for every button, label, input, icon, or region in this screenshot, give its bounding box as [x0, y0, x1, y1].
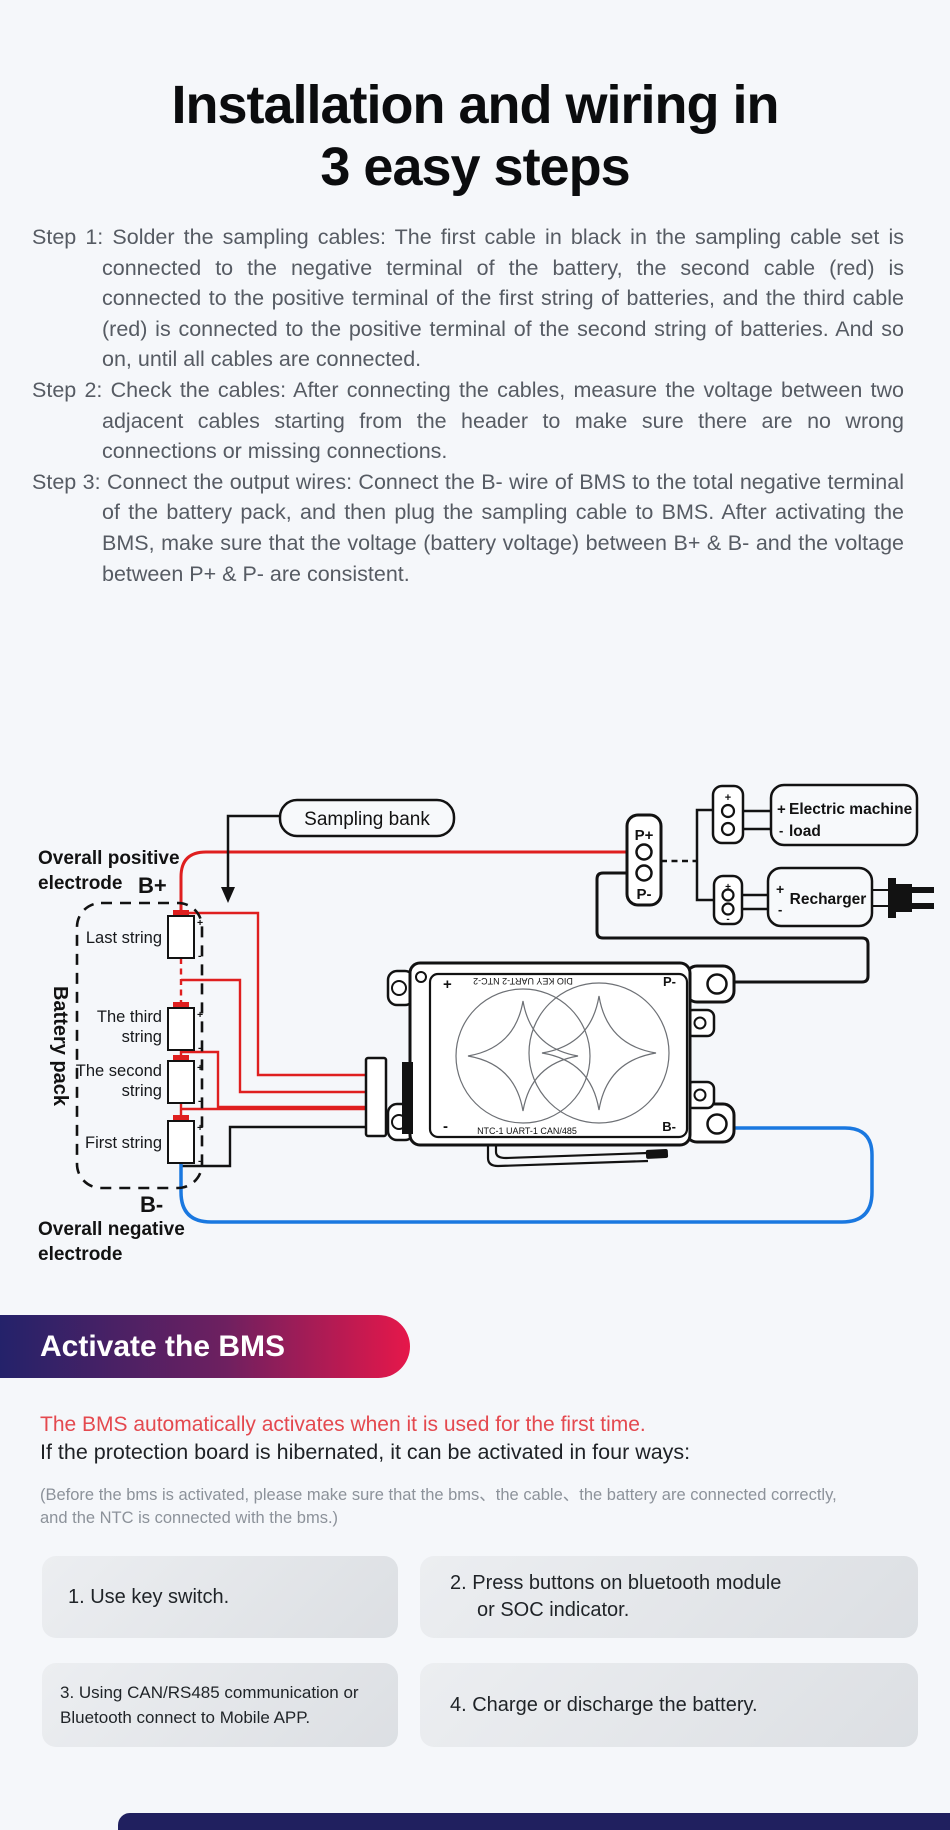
svg-text:B+: B+ — [138, 873, 167, 898]
arrow-down-icon — [221, 887, 235, 903]
mount-hole — [391, 980, 407, 996]
battery-cells — [167, 910, 195, 1164]
b-minus-blue-wire — [179, 1126, 874, 1224]
method-4-text: 4. Charge or discharge the battery. — [450, 1693, 758, 1716]
method-2-text: 2. Press buttons on bluetooth module or … — [450, 1572, 782, 1621]
brand-logo — [455, 982, 670, 1124]
method-press-buttons: 2. Press buttons on bluetooth module or … — [420, 1556, 918, 1638]
svg-text:Overall positive: Overall positive — [38, 848, 180, 869]
svg-text:electrode: electrode — [38, 1244, 122, 1265]
svg-text:+: + — [777, 801, 786, 818]
overall-positive-label: Overall positive electrode B+ — [38, 848, 180, 898]
svg-text:P+: P+ — [635, 827, 654, 844]
svg-text:The second: The second — [76, 1062, 162, 1080]
battery-string-labels: Last string The third string The second … — [76, 929, 162, 1152]
battery-pack-outline — [75, 901, 204, 1190]
bms-board: + P- DIO KEY UART-2 NTC-2 - NTC-1 UART-1… — [364, 961, 736, 1168]
board-bottom-silkscreen: NTC-1 UART-1 CAN/485 — [477, 1126, 577, 1136]
activate-note: (Before the bms is activated, please mak… — [40, 1486, 837, 1527]
method-3-text: 3. Using CAN/RS485 communication or Blue… — [60, 1683, 359, 1727]
svg-text:+: + — [776, 881, 784, 897]
method-1-text: 1. Use key switch. — [68, 1585, 230, 1608]
svg-text:+: + — [197, 1009, 203, 1021]
step-2: Step 2: Check the cables: After connecti… — [32, 375, 904, 467]
overall-negative-label: B- Overall negative electrode — [38, 1192, 185, 1265]
wiring-diagram: Battery pack + - + - + - + - Last string The… — [38, 783, 934, 1265]
svg-text:Overall negative: Overall negative — [38, 1219, 185, 1240]
svg-text:+: + — [197, 1122, 203, 1134]
svg-text:string: string — [122, 1028, 162, 1046]
sampling-bank-callout: Sampling bank — [221, 798, 456, 903]
svg-text:-: - — [198, 1095, 202, 1107]
output-terminal-block: P+ P- — [625, 813, 663, 907]
svg-text:First string: First string — [85, 1134, 162, 1152]
svg-text:Sampling bank: Sampling bank — [304, 809, 430, 830]
title-line-1: Installation and wiring in — [171, 75, 779, 135]
svg-text:+: + — [725, 882, 731, 893]
mount-hole — [693, 1016, 707, 1030]
svg-text:+: + — [725, 792, 731, 804]
activate-banner: Activate the BMS — [0, 1315, 410, 1378]
page-title: Installation and wiring in 3 easy steps — [0, 74, 950, 198]
plug-icon — [872, 878, 934, 918]
svg-text:electrode: electrode — [38, 873, 122, 894]
step-2-text: Check the cables: After connecting the c… — [102, 377, 904, 464]
sampling-black-wire — [181, 1125, 366, 1168]
step-2-label: Step 2: — [32, 377, 103, 402]
svg-text:The third: The third — [97, 1008, 162, 1026]
svg-text:-: - — [443, 1118, 448, 1135]
sampling-connector-socket — [402, 1062, 413, 1134]
svg-text:B-: B- — [662, 1119, 676, 1134]
mount-hole — [693, 1088, 707, 1102]
mount-hole — [706, 973, 728, 995]
svg-text:Recharger: Recharger — [790, 891, 867, 908]
ntc-thermistor-wire — [486, 1145, 669, 1168]
p-minus-black-wire — [595, 871, 870, 984]
next-section-banner-edge — [118, 1813, 950, 1830]
svg-text:P-: P- — [637, 886, 652, 903]
svg-text:B-: B- — [140, 1192, 163, 1217]
mount-hole — [706, 1113, 728, 1135]
step-1: Step 1: Solder the sampling cables: The … — [32, 222, 904, 375]
recharger-box: + - Recharger — [766, 866, 874, 928]
step-3-label: Step 3: — [32, 469, 101, 494]
svg-text:Electric machine: Electric machine — [789, 801, 913, 818]
svg-text:load: load — [789, 823, 821, 840]
b-plus-red-wire — [179, 850, 630, 916]
svg-text:-: - — [779, 823, 783, 838]
step-1-text: Solder the sampling cables: The first ca… — [102, 225, 904, 372]
recharger-connector: + - — [712, 874, 744, 926]
activate-headline-dark: If the protection board is hibernated, i… — [40, 1440, 691, 1464]
title-line-2: 3 easy steps — [320, 137, 630, 197]
battery-pack-label: Battery pack — [49, 986, 71, 1107]
installation-steps: Step 1: Solder the sampling cables: The … — [32, 222, 904, 589]
svg-text:Last string: Last string — [86, 929, 162, 947]
electric-machine-connector: + — [711, 784, 745, 845]
electric-machine-box: + Electric machine - load — [769, 783, 919, 847]
battery-terminal-marks: + - + - + - + - — [197, 917, 203, 1167]
activate-headline-red: The BMS automatically activates when it … — [40, 1413, 646, 1436]
method-charge-discharge: 4. Charge or discharge the battery. — [420, 1663, 918, 1747]
svg-text:-: - — [198, 950, 202, 962]
sampling-red-wires — [179, 911, 366, 1115]
board-top-silkscreen: DIO KEY UART-2 NTC-2 — [473, 976, 573, 986]
svg-text:-: - — [198, 1042, 202, 1054]
svg-text:-: - — [198, 1155, 202, 1167]
svg-text:+: + — [443, 976, 452, 993]
svg-text:-: - — [778, 902, 782, 917]
svg-text:+: + — [197, 1062, 203, 1074]
method-key-switch: 1. Use key switch. — [42, 1556, 398, 1638]
sampling-connector-plug — [364, 1056, 388, 1138]
step-3: Step 3: Connect the output wires: Connec… — [32, 467, 904, 589]
svg-text:string: string — [122, 1082, 162, 1100]
svg-text:-: - — [726, 914, 729, 925]
method-can-rs485: 3. Using CAN/RS485 communication or Blue… — [42, 1663, 398, 1747]
step-3-text: Connect the output wires: Connect the B-… — [102, 469, 904, 586]
activate-banner-title: Activate the BMS — [40, 1329, 286, 1363]
svg-text:P-: P- — [663, 974, 676, 989]
svg-text:+: + — [197, 917, 203, 929]
step-1-label: Step 1: — [32, 225, 104, 249]
